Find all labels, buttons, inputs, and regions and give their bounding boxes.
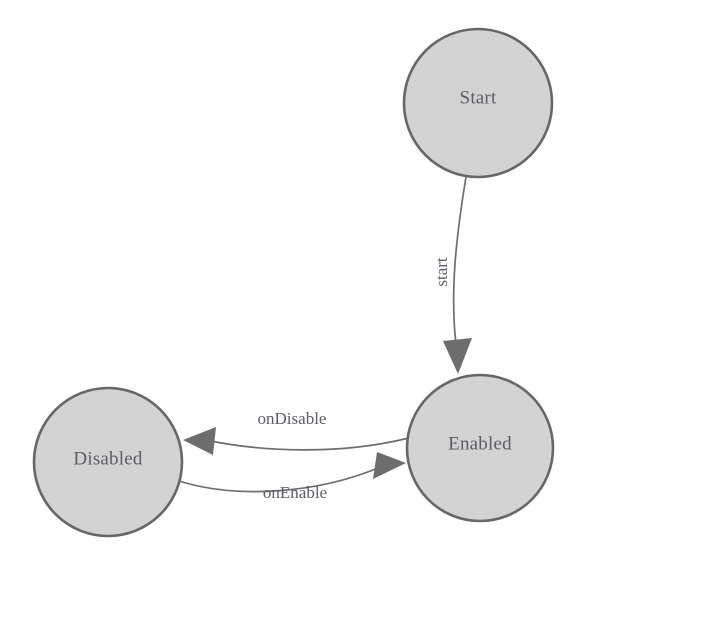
edge-enabled-to-disabled-line	[205, 437, 410, 451]
edge-enabled-to-disabled[interactable]: onDisable	[183, 409, 410, 455]
edge-start-to-enabled-line	[452, 176, 467, 345]
edge-disabled-to-enabled-line	[178, 467, 379, 493]
arrowhead-right-icon	[373, 452, 406, 479]
state-node-start-label: Start	[460, 87, 497, 108]
edge-label-start: start	[432, 257, 451, 287]
state-node-disabled-circle[interactable]	[32, 386, 184, 538]
state-node-enabled-label: Enabled	[448, 433, 512, 454]
state-node-start[interactable]: Start	[402, 27, 554, 179]
edge-label-on-enable: onEnable	[263, 483, 327, 502]
edge-label-on-disable: onDisable	[258, 409, 327, 428]
edge-start-to-enabled[interactable]: start	[432, 176, 472, 374]
state-node-disabled-label: Disabled	[73, 448, 142, 469]
state-node-enabled-circle[interactable]	[405, 373, 555, 523]
edge-disabled-to-enabled[interactable]: onEnable	[178, 452, 406, 502]
state-node-enabled[interactable]: Enabled	[405, 373, 555, 523]
arrowhead-left-icon	[183, 427, 216, 455]
state-node-start-circle[interactable]	[402, 27, 554, 179]
state-node-disabled[interactable]: Disabled	[32, 386, 184, 538]
arrowhead-down-icon	[443, 338, 472, 374]
